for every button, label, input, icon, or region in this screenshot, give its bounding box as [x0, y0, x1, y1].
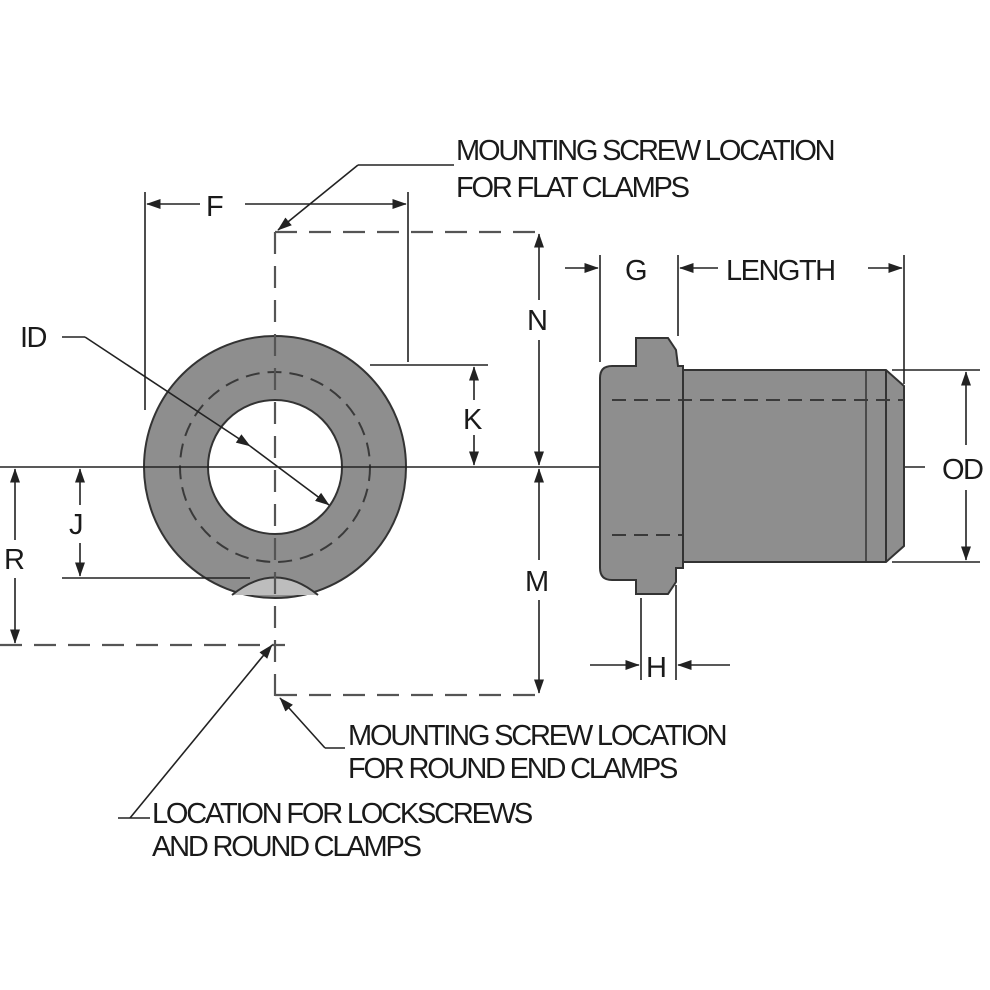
dim-label-f: F: [206, 191, 223, 223]
note-flat-clamps-line1: MOUNTING SCREW LOCATION: [456, 135, 834, 167]
side-view: [599, 337, 905, 595]
note-flat-clamps-line2: FOR FLAT CLAMPS: [456, 172, 690, 204]
side-view-head: [599, 337, 684, 595]
dim-label-h: H: [646, 652, 665, 684]
note-lockscrews-line1: LOCATION FOR LOCKSCREWS: [152, 798, 533, 830]
id-dimension-arrow-b: [249, 445, 330, 506]
dim-label-id: ID: [20, 322, 47, 354]
note-lockscrews-line2: AND ROUND CLAMPS: [152, 831, 422, 863]
dim-label-k: K: [463, 404, 483, 436]
dim-label-m: M: [525, 566, 548, 598]
dim-label-j: J: [69, 509, 82, 541]
dim-label-n: N: [527, 305, 546, 337]
note-round-end-line2: FOR ROUND END CLAMPS: [348, 753, 678, 785]
flat-clamps-leader: [277, 164, 359, 231]
side-view-shank: [682, 369, 905, 563]
dim-label-g: G: [625, 255, 646, 287]
dim-label-od: OD: [942, 454, 983, 486]
dim-label-r: R: [4, 544, 24, 576]
note-round-end-line1: MOUNTING SCREW LOCATION: [348, 720, 726, 752]
id-dimension-arrow-a: [84, 336, 251, 447]
round-end-leader: [279, 697, 326, 749]
lockscrews-leader: [129, 644, 273, 819]
dim-label-length: LENGTH: [726, 255, 835, 287]
